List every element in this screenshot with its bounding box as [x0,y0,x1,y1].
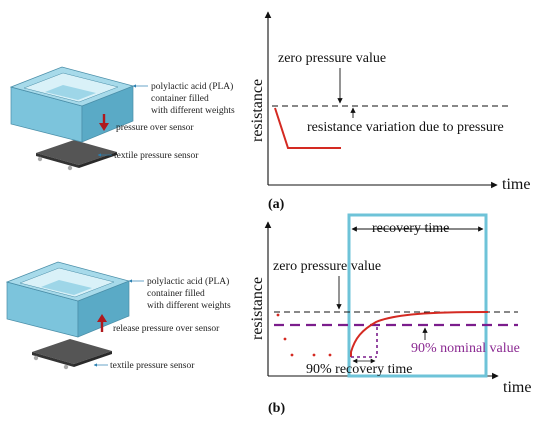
panel-a-tag-text: (a) [268,197,285,212]
sensor-label-a: textile pressure sensor [114,151,199,161]
pressure-arrow-up [97,314,107,332]
sensor-plate-b [32,339,112,370]
panel-b-illustration: polylactic acid (PLA) container filled w… [5,261,231,371]
recovery-time-box [347,213,488,378]
panel-a-tag: (a) [268,197,285,212]
zero-label-a: zero pressure value [278,51,386,66]
container-label-b-line2: container filled [147,288,205,299]
action-label-a: pressure over sensor [116,123,194,133]
panel-a-graph: resistance time zero pressure value resi… [249,11,530,193]
panel-b-tag-text: (b) [268,401,285,416]
container-label-b-line3: with different weights [147,300,231,311]
recovery-curve [350,311,489,357]
action-label-b: release pressure over sensor [113,324,220,334]
resistance-drop-curve [274,107,341,149]
low-pressure-points [276,313,332,357]
container-label-a-line3: with different weights [151,105,235,116]
container-label-b-line1: polylactic acid (PLA) [147,276,229,287]
sensor-label-b: textile pressure sensor [110,361,195,371]
recovery-label: recovery time [372,221,449,236]
variation-label-a: resistance variation due to pressure [307,120,504,135]
ylabel-a: resistance [249,79,266,142]
panel-a-illustration: polylactic acid (PLA) container filled w… [9,66,235,171]
zero-label-b: zero pressure value [273,259,381,274]
xlabel-b: time [503,379,531,396]
pla-container-b [5,261,131,338]
pla-container-a [9,66,135,143]
recovery90-label: 90% recovery time [306,362,413,377]
sensor-plate-a [36,140,117,171]
xlabel-a: time [502,176,530,193]
container-label-a-line1: polylactic acid (PLA) [151,81,233,92]
container-label-a-line2: container filled [151,93,209,104]
pressure-arrow-down [99,114,109,131]
panel-b-graph: resistance time recovery time zero press… [249,213,531,396]
panel-b-tag: (b) [268,401,285,416]
ylabel-b: resistance [249,277,266,340]
nominal-label: 90% nominal value [411,341,520,356]
